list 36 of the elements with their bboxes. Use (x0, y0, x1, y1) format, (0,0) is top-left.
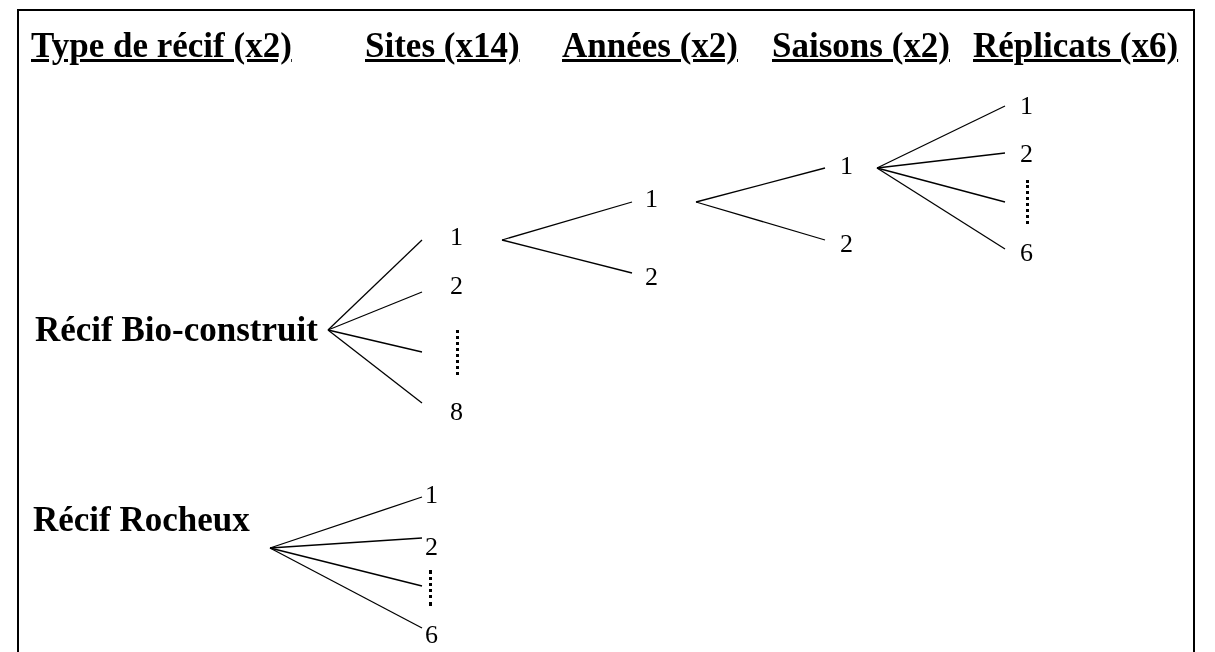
group-label: Récif Rocheux (30, 500, 270, 596)
branch-line (327, 239, 423, 331)
level-number: 2 (825, 222, 877, 258)
level-number: 1 (422, 222, 502, 258)
branch-line (269, 537, 423, 549)
column-heading: Réplicats (x6) (973, 26, 1179, 66)
branch-line (327, 329, 423, 404)
branch-line (876, 167, 1006, 250)
branch-line (876, 105, 1006, 169)
level-number: 6 (1005, 232, 1055, 266)
level-number: 8 (422, 380, 482, 426)
branch-line (269, 496, 423, 549)
branch-line (501, 201, 633, 241)
branch-line (501, 239, 633, 274)
level-number: 2 (1005, 136, 1055, 170)
branch-line (876, 152, 1006, 169)
branch-line (327, 329, 423, 353)
level-number: 1 (422, 478, 472, 516)
column-heading: Années (x2) (562, 26, 738, 66)
level-number: 2 (632, 256, 692, 290)
column-heading: Sites (x14) (365, 26, 520, 66)
branch-line (269, 547, 423, 587)
branch-line (269, 547, 423, 629)
branch-line (876, 167, 1006, 203)
level-number: 2 (422, 520, 472, 556)
column-heading: Saisons (x2) (772, 26, 950, 66)
branch-line (695, 167, 826, 203)
branch-line (327, 291, 423, 331)
level-number: 1 (825, 150, 877, 186)
column-heading: Type de récif (x2) (31, 26, 292, 66)
level-number: 1 (632, 184, 696, 220)
level-number: 2 (422, 272, 482, 312)
group-label: Récif Bio-construit (30, 310, 328, 350)
branch-line (695, 201, 826, 241)
level-number: 6 (422, 610, 472, 646)
level-number: 1 (1005, 90, 1055, 122)
